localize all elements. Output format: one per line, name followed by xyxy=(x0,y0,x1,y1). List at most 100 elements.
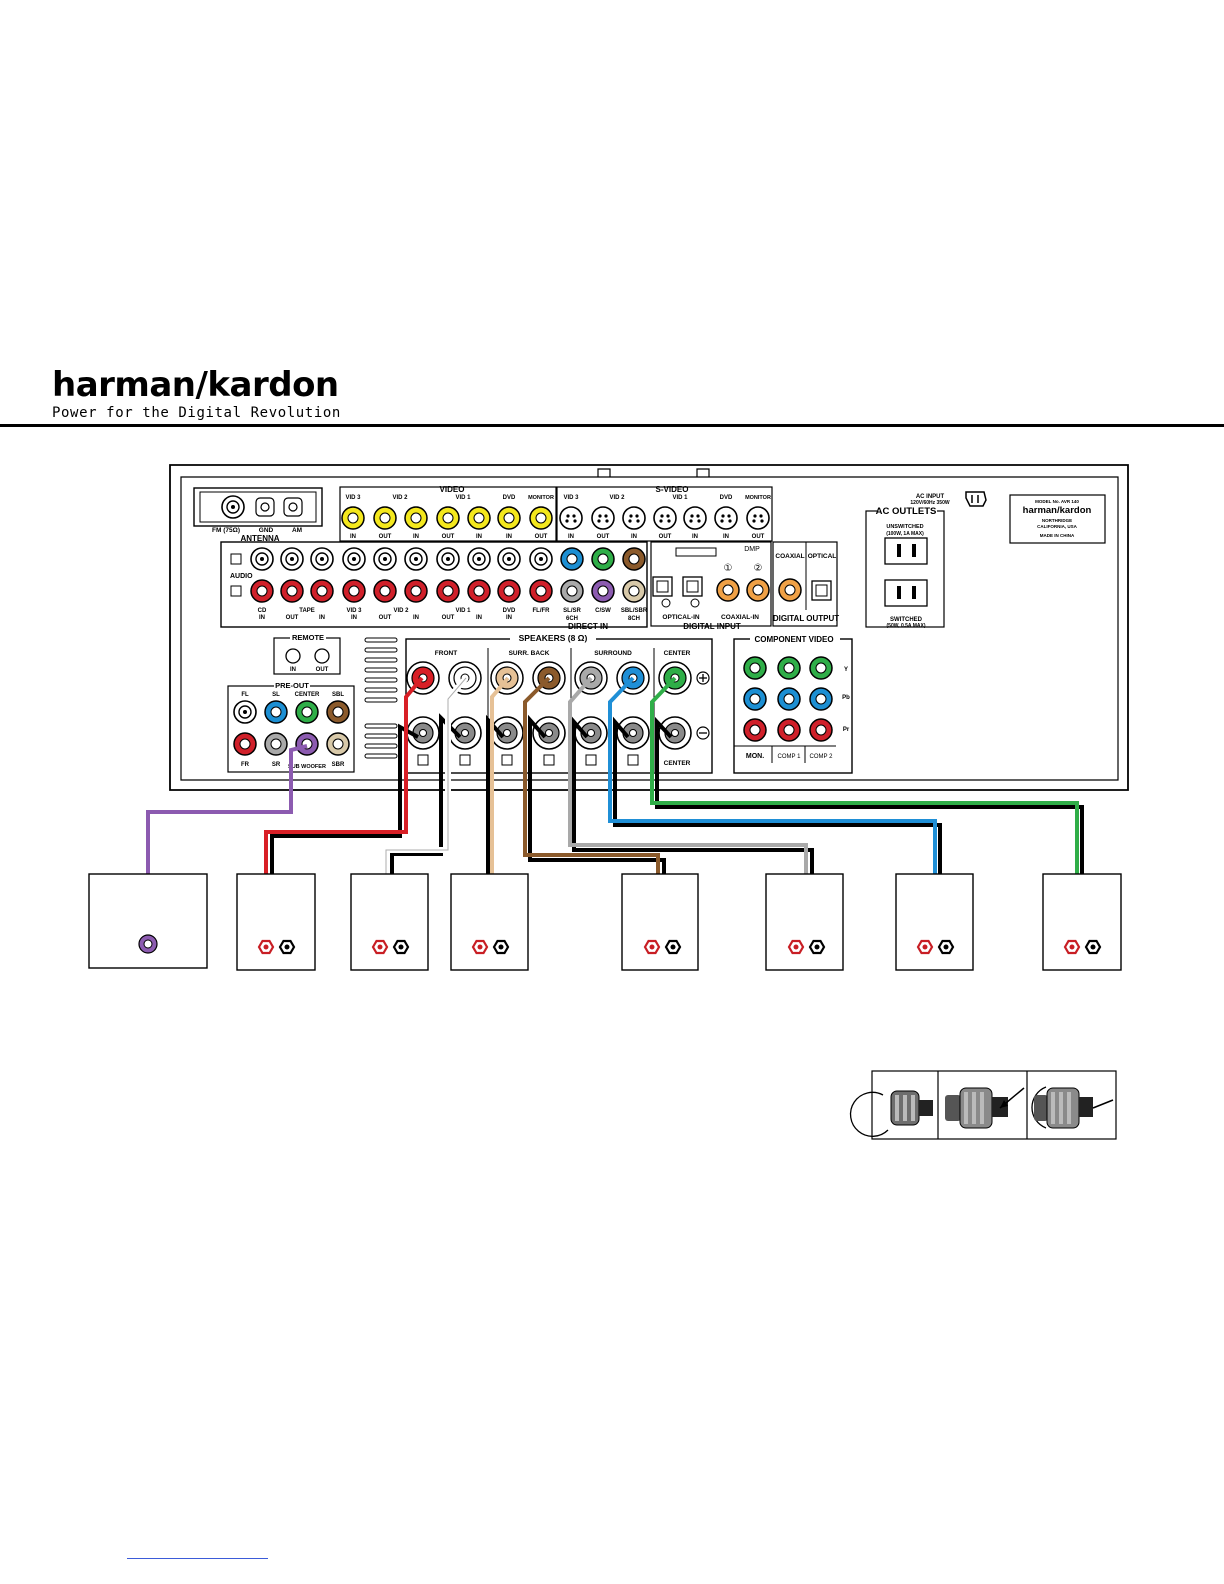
speaker-group-label: FRONT xyxy=(435,650,457,657)
component-video-jack[interactable] xyxy=(809,656,833,680)
component-col-label: MON. xyxy=(746,753,764,760)
vent-slots xyxy=(364,637,398,759)
svideo-group-label: DVD xyxy=(720,495,733,501)
svideo-jack[interactable] xyxy=(714,506,738,530)
svideo-jack[interactable] xyxy=(559,506,583,530)
audio-left-jack[interactable] xyxy=(404,547,428,571)
composite-video-jack[interactable] xyxy=(404,506,428,530)
preout-label: FR xyxy=(241,762,250,768)
preout-label: SUB WOOFER xyxy=(288,764,326,770)
component-video-jack[interactable] xyxy=(743,687,767,711)
component-video-jack[interactable] xyxy=(743,656,767,680)
audio-left-jack[interactable] xyxy=(310,547,334,571)
audio-io-label: OUT xyxy=(379,615,392,621)
optical-out-label: OPTICAL xyxy=(808,553,837,560)
video-io-label: IN xyxy=(506,534,512,540)
audio-io-label: IN xyxy=(319,615,325,621)
remote-out-jack[interactable] xyxy=(314,648,330,664)
component-row-label: Pr xyxy=(843,727,850,733)
remote-section: REMOTE IN OUT xyxy=(273,633,341,675)
audio-right-jack[interactable] xyxy=(467,579,491,603)
svideo-group-label: VID 2 xyxy=(609,495,625,501)
composite-video-jack[interactable] xyxy=(497,506,521,530)
surround-left-speaker-box xyxy=(765,873,844,971)
audio-right-jack[interactable] xyxy=(250,579,274,603)
svideo-group-label: VID 1 xyxy=(672,495,688,501)
digital-section: DMP ① ② OPTICAL-IN COAXIAL-IN DIGITAL IN… xyxy=(650,541,839,631)
speaker-negative-terminal[interactable] xyxy=(658,716,692,750)
component-video-section: COMPONENT VIDEO Y Pb Pr MON. COMP 1 COMP… xyxy=(733,634,853,774)
fm-label: FM (75Ω) xyxy=(212,527,240,534)
svideo-jack[interactable] xyxy=(591,506,615,530)
component-video-jack[interactable] xyxy=(777,656,801,680)
audio-left-jack[interactable] xyxy=(467,547,491,571)
audio-left-jack[interactable] xyxy=(280,547,304,571)
switched-outlet[interactable] xyxy=(884,579,928,607)
audio-right-jack[interactable] xyxy=(436,579,460,603)
direct-in-6ch: 6CH xyxy=(566,616,578,622)
plate-brand: harman/kardon xyxy=(1023,505,1092,516)
model-plate: MODEL No. AVR 140 harman/kardon NORTHRID… xyxy=(1009,494,1106,544)
composite-video-jack[interactable] xyxy=(436,506,460,530)
speaker-negative-terminal[interactable] xyxy=(490,716,524,750)
component-video-jack[interactable] xyxy=(777,718,801,742)
tighten-step-icon xyxy=(1031,1086,1114,1129)
speaker-negative-terminal[interactable] xyxy=(532,716,566,750)
speaker-group-label: CENTER xyxy=(664,650,691,657)
footer-link-underline[interactable] xyxy=(127,1558,268,1559)
svideo-io-label: IN xyxy=(568,534,574,540)
audio-left-jack[interactable] xyxy=(250,547,274,571)
svideo-jack[interactable] xyxy=(683,506,707,530)
video-group-label: VID 3 xyxy=(345,495,361,501)
audio-title: AUDIO xyxy=(230,573,253,580)
direct-in-title: DIRECT IN xyxy=(568,622,608,631)
audio-right-jack[interactable] xyxy=(373,579,397,603)
speakers-title: SPEAKERS (8 Ω) xyxy=(519,633,588,643)
front-left-speaker-box xyxy=(236,873,316,971)
coaxial-out-label: COAXIAL xyxy=(775,553,804,560)
component-video-jack[interactable] xyxy=(809,687,833,711)
surround-right-speaker-box xyxy=(895,873,974,971)
audio-right-jack[interactable] xyxy=(310,579,334,603)
direct-in-section: FL/FR SL/SR C/SW SBL/SBR 6CH 8CH DIRECT … xyxy=(529,547,648,631)
fm-antenna-jack[interactable] xyxy=(221,495,245,519)
component-video-jack[interactable] xyxy=(777,687,801,711)
component-col-label: COMP 2 xyxy=(810,754,834,760)
svideo-io-label: IN xyxy=(723,534,729,540)
speaker-negative-terminal[interactable] xyxy=(574,716,608,750)
remote-in-jack[interactable] xyxy=(285,648,301,664)
audio-group-label: CD xyxy=(258,608,267,614)
dmp-label: DMP xyxy=(744,546,760,553)
preout-label: SL xyxy=(272,692,280,698)
direct-in-label: SL/SR xyxy=(563,608,581,614)
surround-back-left-wire xyxy=(490,676,510,942)
audio-left-jack[interactable] xyxy=(497,547,521,571)
component-video-jack[interactable] xyxy=(743,718,767,742)
composite-video-jack[interactable] xyxy=(341,506,365,530)
svideo-io-label: OUT xyxy=(752,534,765,540)
remote-title: REMOTE xyxy=(292,633,324,642)
svideo-jack[interactable] xyxy=(622,506,646,530)
svideo-jack[interactable] xyxy=(746,506,770,530)
component-video-jack[interactable] xyxy=(809,718,833,742)
audio-right-jack[interactable] xyxy=(280,579,304,603)
svideo-jack[interactable] xyxy=(653,506,677,530)
surround-back-right-speaker-box xyxy=(621,873,699,971)
audio-right-jack[interactable] xyxy=(497,579,521,603)
direct-in-label: FL/FR xyxy=(533,608,551,614)
audio-left-jack[interactable] xyxy=(436,547,460,571)
speaker-negative-terminal[interactable] xyxy=(616,716,650,750)
video-io-label: IN xyxy=(476,534,482,540)
composite-video-jack[interactable] xyxy=(373,506,397,530)
audio-right-jack[interactable] xyxy=(342,579,366,603)
audio-left-jack[interactable] xyxy=(373,547,397,571)
composite-video-jack[interactable] xyxy=(529,506,553,530)
preout-label: FL xyxy=(241,692,249,698)
unswitched-outlet[interactable] xyxy=(884,537,928,565)
audio-right-jack[interactable] xyxy=(404,579,428,603)
composite-video-jack[interactable] xyxy=(467,506,491,530)
video-io-label: OUT xyxy=(442,534,455,540)
audio-left-jack[interactable] xyxy=(342,547,366,571)
preout-label: SR xyxy=(272,762,281,768)
component-col-label: COMP 1 xyxy=(778,754,802,760)
